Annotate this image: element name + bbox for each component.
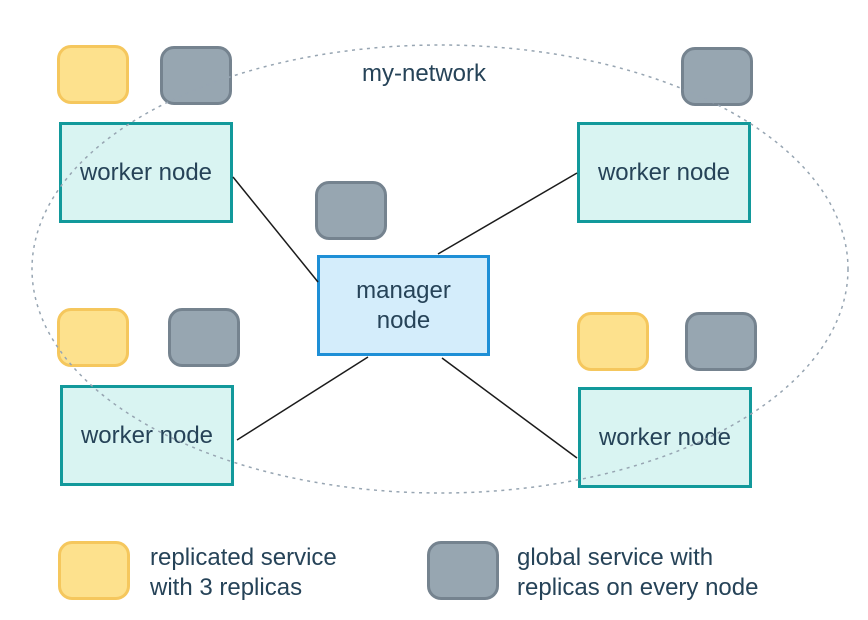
global-service-replica-icon <box>160 46 232 105</box>
network-name-label: my-network <box>362 60 487 87</box>
global-service-replica-icon <box>685 312 757 371</box>
link-manager-to-worker-top-right <box>437 172 578 255</box>
replicated-service-replica-icon <box>57 308 129 367</box>
global-service-replica-icon <box>315 181 387 240</box>
legend-replicated-service-swatch <box>58 541 130 600</box>
worker-node-top-left: worker node <box>59 122 233 223</box>
global-service-replica-icon <box>681 47 753 106</box>
link-manager-to-worker-bottom-right <box>441 357 578 459</box>
worker-node-top-right: worker node <box>577 122 751 223</box>
legend-global-service-label: global service with replicas on every no… <box>517 544 759 601</box>
link-manager-to-worker-bottom-left <box>236 356 369 441</box>
global-service-replica-icon <box>168 308 240 367</box>
link-manager-to-worker-top-left <box>232 176 319 283</box>
legend-global-service-swatch <box>427 541 499 600</box>
replicated-service-swatch-icon <box>58 541 130 600</box>
replicated-service-replica-icon <box>57 45 129 104</box>
replicated-service-replica-icon <box>577 312 649 371</box>
manager-node: manager node <box>317 255 490 356</box>
legend-replicated-service-label: replicated service with 3 replicas <box>150 544 337 601</box>
global-service-swatch-icon <box>427 541 499 600</box>
worker-node-bottom-right: worker node <box>578 387 752 488</box>
worker-node-bottom-left: worker node <box>60 385 234 486</box>
